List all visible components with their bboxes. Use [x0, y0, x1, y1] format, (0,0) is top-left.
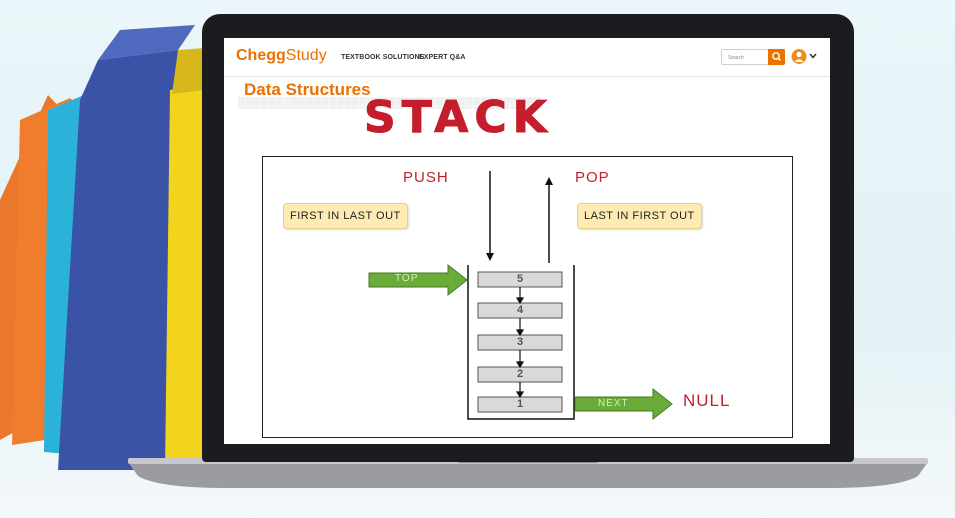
avatar-icon[interactable] — [791, 48, 807, 65]
books-illustration — [0, 25, 205, 470]
stack-diagram: PUSH POP FIRST IN LAST OUT LAST IN FIRST… — [262, 156, 793, 438]
chegg-study-logo[interactable]: CheggStudy — [236, 47, 327, 65]
search-input[interactable]: Search — [721, 49, 769, 65]
search-icon — [772, 52, 781, 61]
first-in-last-out-note: FIRST IN LAST OUT — [283, 203, 408, 229]
next-arrow-label: NEXT — [598, 398, 629, 409]
top-navigation-bar: CheggStudy TEXTBOOK SOLUTIONS EXPERT Q&A… — [224, 38, 830, 77]
nav-expert-qa[interactable]: EXPERT Q&A — [419, 54, 466, 61]
stack-item-label: 3 — [516, 336, 524, 348]
search-button[interactable] — [768, 49, 785, 65]
nav-textbook-solutions[interactable]: TEXTBOOK SOLUTIONS — [341, 54, 425, 61]
push-label: PUSH — [403, 169, 449, 186]
stack-cells — [477, 271, 563, 413]
stack-container — [467, 265, 575, 420]
link-arrows — [515, 287, 525, 399]
top-arrow-label: TOP — [395, 273, 419, 284]
push-arrowhead — [486, 253, 494, 261]
stack-item-label: 5 — [516, 273, 524, 285]
stack-heading: STACK — [364, 92, 553, 144]
stack-item-label: 2 — [516, 368, 524, 380]
next-arrow — [574, 387, 673, 421]
pop-arrowhead — [545, 177, 553, 185]
stack-diagram-graphics — [368, 171, 673, 421]
top-arrow — [368, 263, 468, 297]
null-label: NULL — [683, 391, 731, 410]
logo-brand: Chegg — [236, 47, 286, 64]
pop-label: POP — [575, 169, 610, 186]
last-in-first-out-note: LAST IN FIRST OUT — [577, 203, 702, 229]
laptop-screen: CheggStudy TEXTBOOK SOLUTIONS EXPERT Q&A… — [224, 38, 830, 444]
stack-item-label: 4 — [516, 304, 524, 316]
stack-item-label: 1 — [516, 398, 524, 410]
faded-background-text: ▒▒▒▒▒▒▒▒▒▒▒▒▒▒▒▒▒▒▒▒▒▒▒▒▒▒▒▒▒▒▒▒▒▒▒▒▒▒▒▒ — [238, 98, 542, 109]
page-title: Data Structures — [244, 80, 371, 99]
logo-product: Study — [285, 47, 327, 64]
chevron-down-icon[interactable] — [809, 53, 817, 59]
